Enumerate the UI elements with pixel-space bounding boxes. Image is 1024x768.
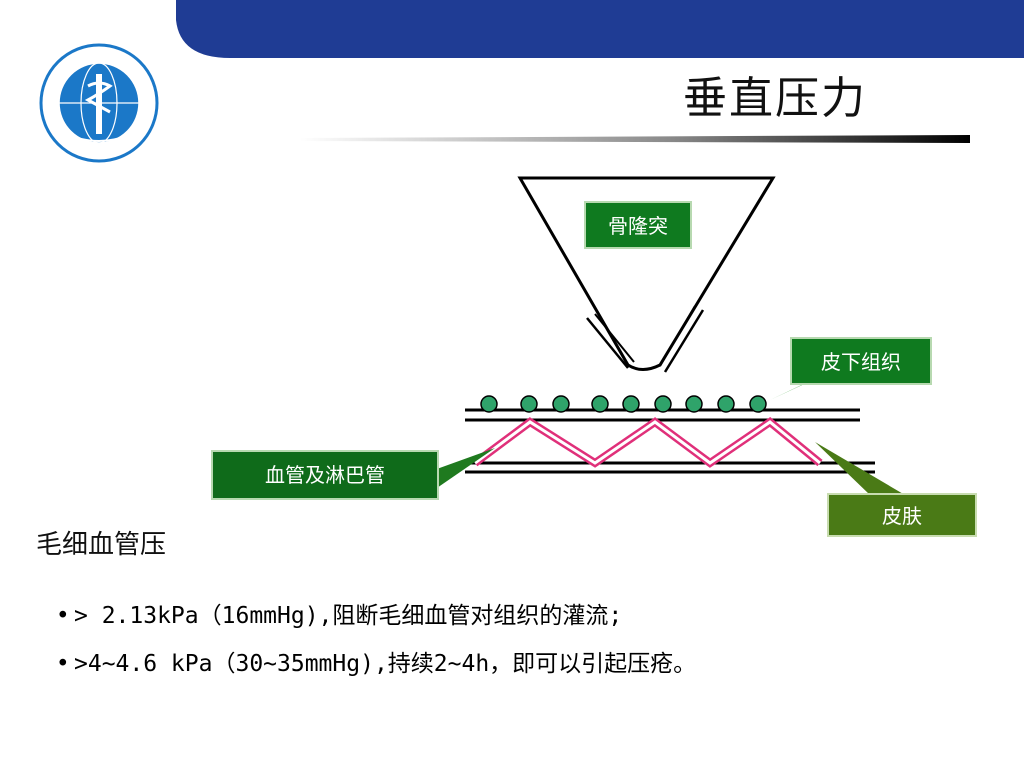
callout-subcutaneous: 皮下组织 [770, 337, 932, 400]
bullet-item-1: •> 2.13kPa（16mmHg),阻断毛细血管对组织的灌流; [56, 592, 996, 640]
bullet-list: •> 2.13kPa（16mmHg),阻断毛细血管对组织的灌流; •>4~4.6… [56, 592, 996, 688]
bullet-marker: • [56, 651, 70, 677]
bullet-item-2: •>4~4.6 kPa（30~35mmHg),持续2~4h，即可以引起压疮。 [56, 640, 996, 688]
slide-title: 垂直压力 [683, 73, 867, 124]
callout-bone-label: 骨隆突 [608, 214, 668, 238]
top-banner [176, 0, 1024, 58]
callout-skin: 皮肤 [815, 442, 977, 537]
bullet-text-2: >4~4.6 kPa（30~35mmHg),持续2~4h，即可以引起压疮。 [74, 651, 697, 677]
vessel-zigzag-inner [474, 420, 821, 465]
subcutaneous-dots [480, 395, 767, 413]
college-logo [39, 43, 159, 163]
callout-subcutaneous-label: 皮下组织 [821, 350, 901, 374]
callout-bone: 骨隆突 [584, 201, 692, 249]
callout-skin-label: 皮肤 [882, 504, 922, 528]
bullet-text-1: > 2.13kPa（16mmHg),阻断毛细血管对组织的灌流; [74, 603, 623, 629]
callout-vessels: 血管及淋巴管 [211, 448, 495, 500]
pressure-diagram: 骨隆突 皮下组织 血管及淋巴管 皮肤 [211, 176, 977, 537]
callout-vessels-label: 血管及淋巴管 [265, 463, 385, 487]
capillary-pressure-heading: 毛细血管压 [36, 530, 167, 560]
bullet-marker: • [56, 603, 70, 629]
title-underline [300, 135, 970, 143]
